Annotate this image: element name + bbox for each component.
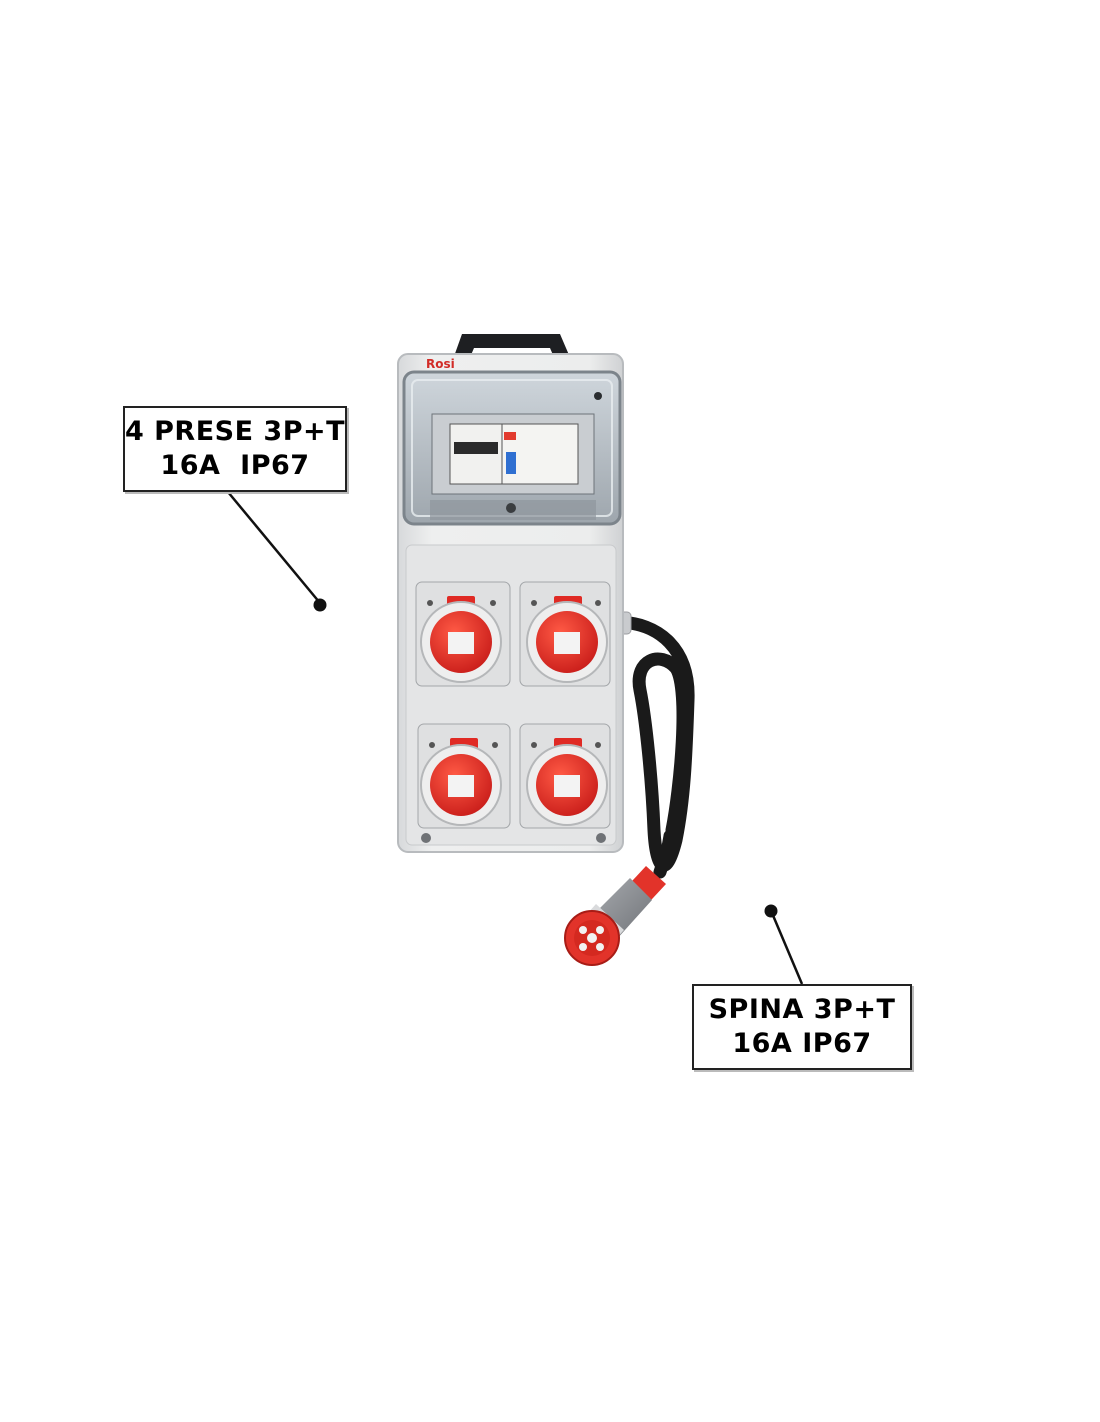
socket-top-right <box>519 581 611 687</box>
socket-top-left <box>415 581 511 687</box>
leader-line-plug <box>764 904 804 985</box>
sockets-callout-line1: 4 PRESE 3P+T <box>124 416 346 447</box>
socket-bottom-right <box>519 723 611 829</box>
breaker-window <box>402 370 622 526</box>
plug-callout-line1: SPINA 3P+T <box>708 994 896 1025</box>
sockets-callout-label: 4 PRESE 3P+T 16A IP67 <box>123 406 347 492</box>
carry-handle <box>452 334 572 362</box>
brand-logo: Rosi <box>426 357 455 371</box>
plug-callout-label: SPINA 3P+T 16A IP67 <box>692 984 912 1070</box>
plug-callout-line2: 16A IP67 <box>732 1028 872 1059</box>
sockets-callout-line2: 16A IP67 <box>160 450 310 481</box>
enclosure-screws <box>421 833 606 843</box>
leader-line-sockets <box>227 491 327 612</box>
socket-bottom-left <box>417 723 511 829</box>
industrial-plug <box>564 866 666 966</box>
